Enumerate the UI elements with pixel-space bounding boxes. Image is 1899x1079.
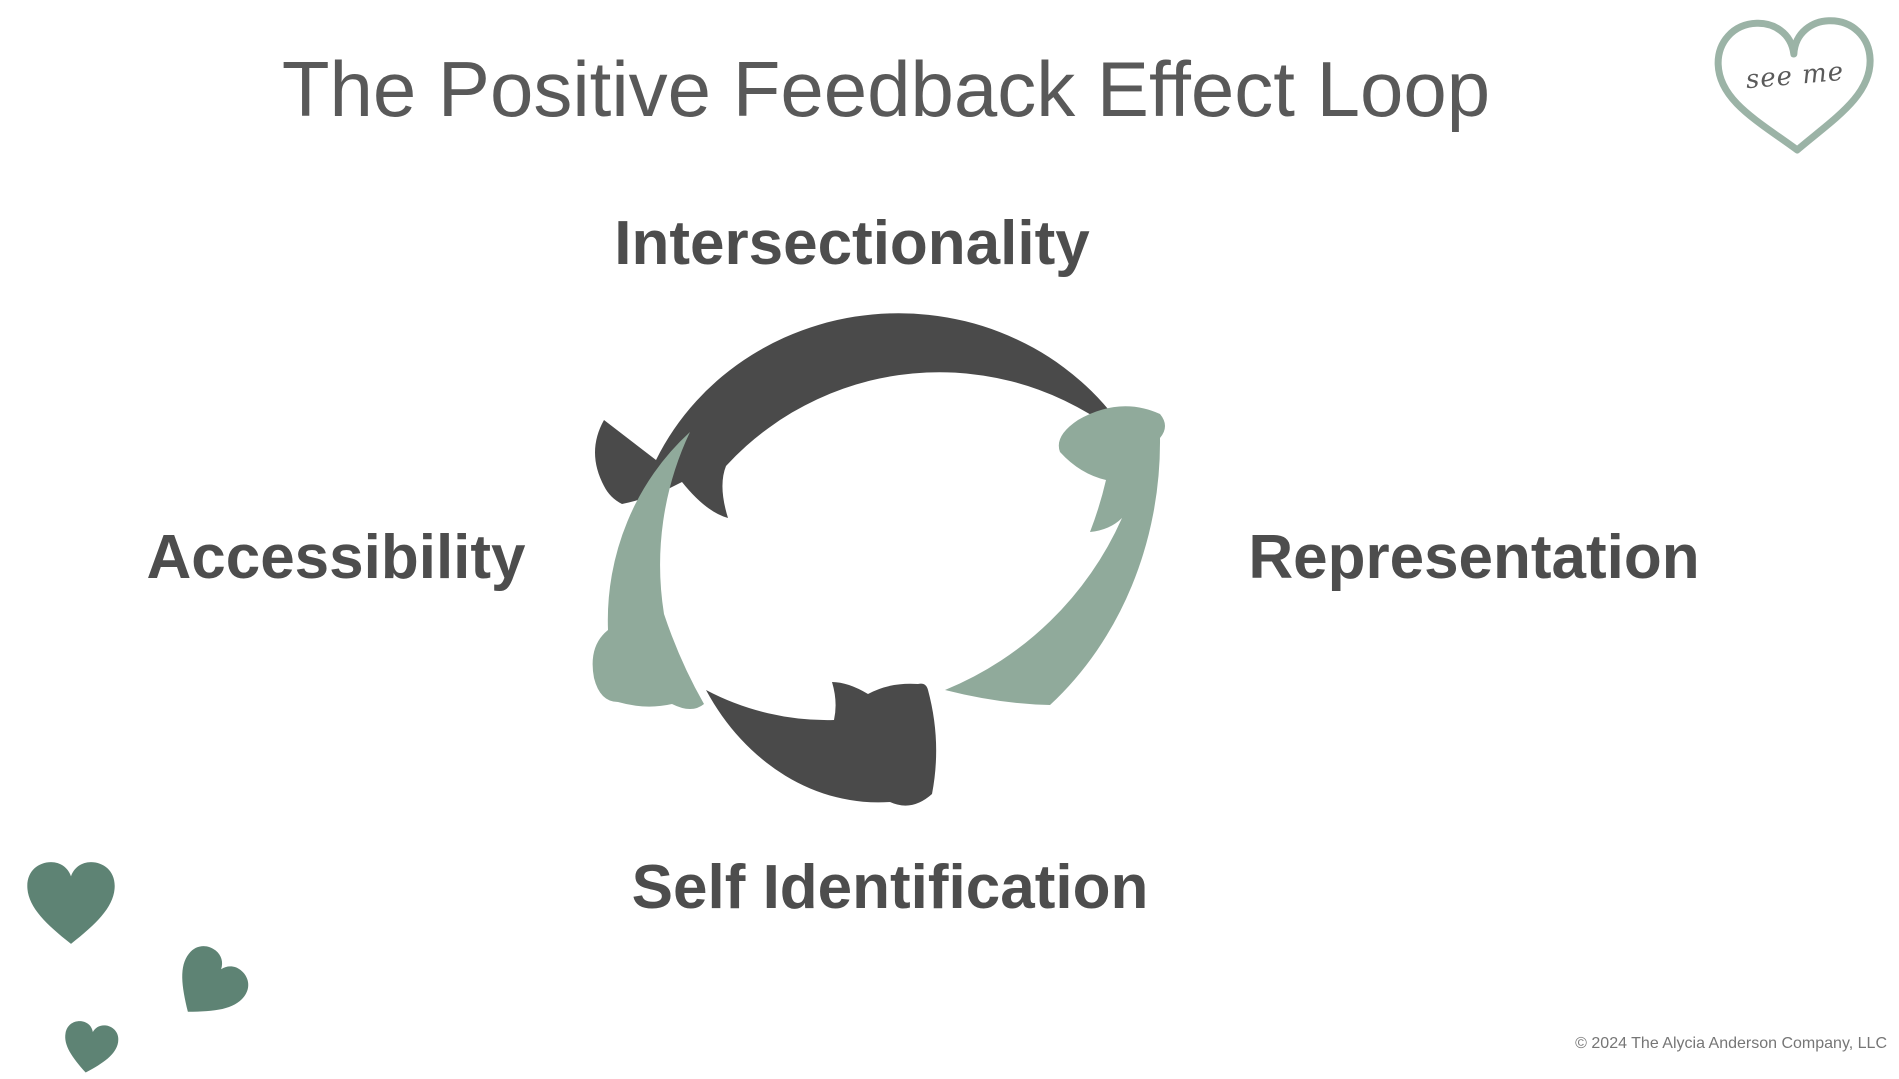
heart-icon-small bbox=[65, 1021, 119, 1073]
cycle-arrow-left bbox=[592, 432, 704, 709]
cycle-arrow-bottom bbox=[706, 682, 937, 806]
loop-label-accessibility: Accessibility bbox=[146, 523, 526, 592]
heart-icon-large bbox=[27, 862, 115, 944]
see-me-heart-logo: see me bbox=[1714, 17, 1874, 154]
copyright-notice: © 2024 The Alycia Anderson Company, LLC bbox=[1575, 1035, 1887, 1052]
heart-icon-medium bbox=[182, 946, 249, 1012]
cycle-arrow-right bbox=[945, 406, 1165, 705]
slide-title: The Positive Feedback Effect Loop bbox=[281, 45, 1491, 133]
cycle-arrow-top bbox=[595, 313, 1135, 518]
decorative-hearts bbox=[27, 862, 249, 1073]
logo-text: see me bbox=[1745, 57, 1846, 95]
feedback-loop-diagram bbox=[592, 313, 1165, 806]
heart-outline-icon bbox=[1714, 17, 1874, 154]
loop-label-representation: Representation bbox=[1248, 523, 1700, 592]
loop-label-self-identification: Self Identification bbox=[631, 853, 1149, 922]
loop-label-intersectionality: Intersectionality bbox=[614, 209, 1090, 278]
